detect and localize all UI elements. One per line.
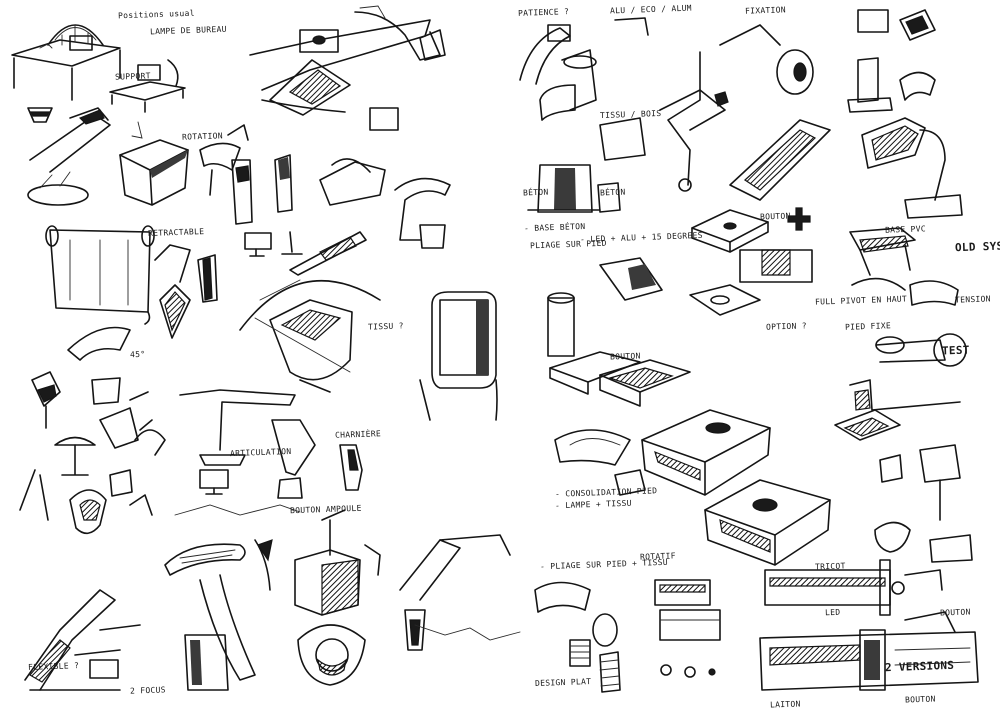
note-tissu: TISSU ? — [367, 321, 404, 332]
note-two-versions: 2 VERSIONS — [884, 658, 955, 675]
sketch-monitor-lamp — [244, 231, 367, 276]
sketch-swing-arm — [249, 5, 446, 131]
note-beton: BÉTON — [522, 187, 549, 198]
note-pied-fixe: PIED FIXE — [844, 321, 892, 332]
sketch-cylinder — [547, 257, 761, 357]
note-test: TEST — [941, 343, 970, 358]
note-tricot: TRICOT — [814, 561, 846, 572]
note-bouton-3: BOUTON — [904, 694, 936, 705]
sketch-tall-lamp-right — [847, 9, 936, 113]
sketch-tray-lamp — [164, 539, 273, 691]
note-old-system: OLD SYSTEM — [954, 238, 1000, 255]
note-charniere: CHARNIÈRE — [334, 429, 382, 440]
note-option: OPTION ? — [765, 321, 808, 332]
sketch-bowl-lamp — [239, 279, 381, 393]
note-rotatif: ROTATIF — [639, 551, 676, 562]
note-led: LED — [824, 607, 841, 618]
sketch-fabric-lamp — [861, 117, 963, 219]
note-two-focus: 2 FOCUS — [129, 685, 166, 696]
sketch-long-section — [759, 611, 979, 691]
note-fixation: FIXATION — [744, 5, 787, 16]
note-angle: 45° — [129, 349, 146, 360]
sketch-beton-base — [527, 117, 646, 213]
sketch-block-lamp — [419, 291, 498, 421]
sketch-desk-dome — [11, 24, 121, 101]
note-bouton: BOUTON — [759, 211, 791, 222]
sketch-reclined-lamp — [27, 107, 111, 206]
sketch-wire-lamp — [319, 158, 451, 249]
sketch-dome-cluster — [19, 429, 166, 535]
sketch-lamp-shade-1 — [27, 107, 53, 123]
sketch-wedge-bases — [549, 351, 691, 407]
sketch-hose-lamp — [519, 17, 649, 121]
sketch-sail-lamp — [199, 124, 293, 225]
sketch-section-drawings — [654, 559, 943, 641]
note-base-pvc: BASE PVC — [884, 224, 927, 235]
note-beton-2: BÉTON — [599, 187, 626, 198]
note-support: SUPPORT — [114, 71, 151, 82]
sketch-cube-lamp — [119, 121, 189, 206]
sketch-bottom-left-lamp — [24, 589, 141, 691]
sketch-base-plates — [691, 207, 916, 283]
note-flexible: FLEXIBLE ? — [27, 661, 80, 672]
sketch-arm-detail — [849, 277, 967, 411]
sketch-clamp-lamp — [834, 409, 973, 563]
note-rotation: ROTATION — [181, 131, 224, 142]
sketch-folded-stand — [154, 244, 218, 339]
note-tension: TENSION — [954, 294, 991, 305]
sketch-block-hole — [554, 409, 771, 496]
sketch-task-lamp — [399, 534, 521, 651]
sketch-small-desk — [109, 59, 186, 113]
note-laiton: LAITON — [769, 699, 801, 710]
sketch-box-lamp — [294, 509, 381, 686]
sketch-left-lamps — [31, 326, 153, 449]
sketch-crank-arm — [659, 24, 831, 201]
sketch-base-large — [614, 469, 831, 566]
note-bouton-bas: BOUTON — [939, 607, 971, 618]
sketch-arm-lamps — [174, 389, 363, 516]
sketch-curtain-frame — [45, 225, 155, 325]
sketch-spring-parts — [534, 581, 716, 693]
note-bouton-2: BOUTON — [609, 351, 641, 362]
note-patience: PATIENCE ? — [517, 7, 570, 18]
